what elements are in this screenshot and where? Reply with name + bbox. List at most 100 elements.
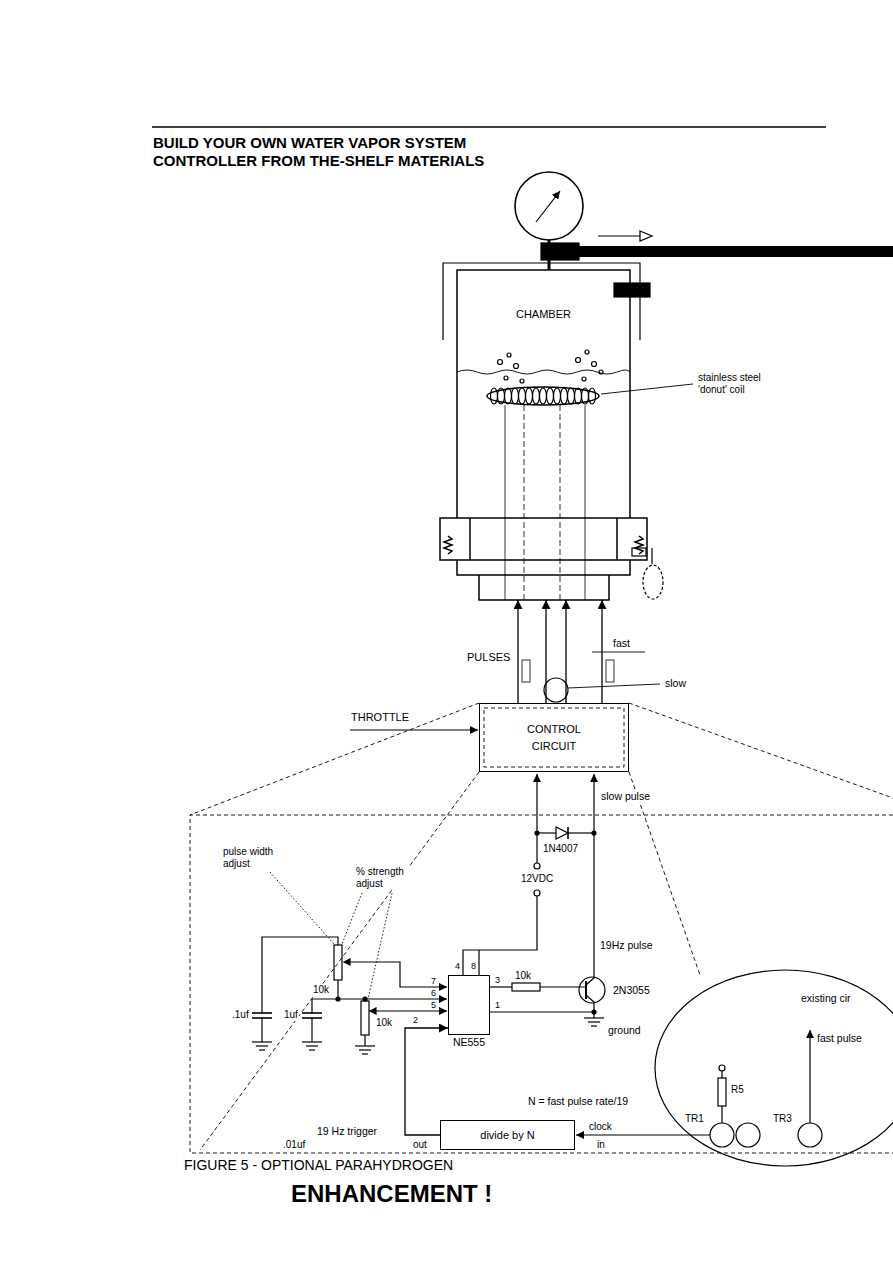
transistor-symbol (586, 977, 594, 985)
gauge-needle (536, 191, 560, 222)
signal-arrow (601, 600, 602, 703)
signal-label: PULSES (466, 651, 511, 664)
wire (490, 986, 512, 987)
pin-number: 5 (430, 1000, 437, 1010)
wire (261, 1018, 262, 1042)
junction-dot (336, 997, 340, 1001)
coil-turn (575, 388, 582, 404)
signal-label: slow pulse (600, 790, 651, 802)
wire (376, 1010, 447, 1011)
chamber-vessel: CHAMBER (457, 270, 630, 600)
flow-arrow (598, 235, 640, 236)
outlet-pipe (579, 246, 893, 257)
junction-dot (535, 831, 539, 835)
coil-turn (554, 388, 561, 404)
transistor-symbol (710, 1123, 734, 1147)
throttle-arrow (350, 729, 478, 730)
supply-label: 12VDC (520, 873, 554, 885)
ground-symbol (588, 1021, 600, 1022)
drain-bottle (643, 565, 663, 599)
leader-line (368, 893, 392, 999)
port-label: out (412, 1139, 428, 1151)
ground-symbol (584, 1017, 604, 1018)
coil-wire (524, 405, 525, 600)
wire (337, 980, 338, 999)
part-label: TR3 (772, 1113, 793, 1125)
coil-turn (568, 388, 575, 404)
terminal (534, 890, 540, 896)
signal-arrow (565, 600, 566, 703)
pin-number: 4 (454, 961, 461, 971)
wire (262, 937, 338, 1013)
coil-wire (585, 405, 586, 600)
bubble (592, 362, 597, 367)
port-label: in (596, 1139, 606, 1151)
bubble (582, 377, 586, 381)
existing-circuit-outline (655, 970, 893, 1166)
part-value: .01uf (282, 1139, 306, 1151)
junction-dot (592, 1010, 596, 1014)
pipe-fitting (541, 243, 579, 260)
wire (537, 832, 556, 833)
supply-wire (536, 774, 537, 863)
coil-turn (512, 388, 519, 404)
wire (350, 962, 447, 987)
node-text: CONTROL CIRCUIT (523, 721, 585, 754)
zoom-line (190, 703, 479, 815)
pin-number: 1 (494, 1000, 501, 1010)
wire (312, 998, 447, 999)
coil-turn (519, 388, 526, 404)
control-box: CONTROL CIRCUIT (479, 703, 629, 772)
transistor-symbol (579, 977, 605, 1003)
resistor-symbol (718, 1078, 726, 1106)
ground-symbol (359, 1049, 371, 1050)
ground-symbol (355, 1045, 375, 1046)
leader-line (270, 872, 334, 944)
zoom-frame (190, 815, 893, 1153)
supply-bus (463, 896, 537, 975)
coil-wire (505, 405, 506, 600)
bubble (585, 350, 589, 354)
bubble (520, 379, 524, 383)
coil-turn (526, 388, 533, 404)
pin-number: 7 (430, 976, 437, 986)
node-text: NE555 (453, 1036, 485, 1048)
potentiometer-symbol (334, 945, 342, 980)
part-value: 10k (312, 984, 330, 996)
drain-valve (651, 548, 652, 564)
part-value: 10k (375, 1017, 393, 1029)
pulse-marker (522, 660, 530, 682)
coil-turn (582, 388, 589, 404)
title: BUILD YOUR OWN WATER VAPOR SYSTEM CONTRO… (152, 134, 516, 170)
bubble (576, 358, 581, 363)
fast-pulse-arrow (809, 1030, 810, 1123)
pin-number: 8 (470, 961, 477, 971)
potentiometer-symbol (361, 1001, 369, 1035)
terminal (534, 863, 540, 869)
leader-line (342, 893, 362, 944)
zoom-inner-frame (484, 708, 624, 767)
slow-pulse-wire (593, 774, 594, 977)
coil-wire (560, 405, 561, 600)
coil-turn (589, 388, 596, 404)
signal-label: slow (664, 677, 687, 689)
control-note: pulse width adjust (222, 846, 290, 869)
pin-number: 2 (412, 1015, 419, 1025)
coil-turn (498, 388, 505, 404)
signal-arrow (545, 600, 546, 703)
resistor-symbol (512, 983, 540, 991)
transistor-symbol (586, 995, 594, 1018)
ground-symbol (252, 1041, 272, 1042)
signal-label: fast (612, 637, 631, 649)
part-value: 10k (514, 970, 532, 982)
pin-number: 3 (494, 975, 501, 985)
lid-frame (443, 263, 640, 340)
clock-wire (576, 1134, 710, 1135)
signal-label: 19Hz pulse (599, 939, 654, 951)
node-text: divide by N (480, 1129, 534, 1141)
wire (490, 1011, 594, 1012)
signal-label: 19 Hz trigger (316, 1125, 378, 1137)
zoom-line (629, 703, 893, 798)
region-label: existing cir (800, 992, 852, 1004)
